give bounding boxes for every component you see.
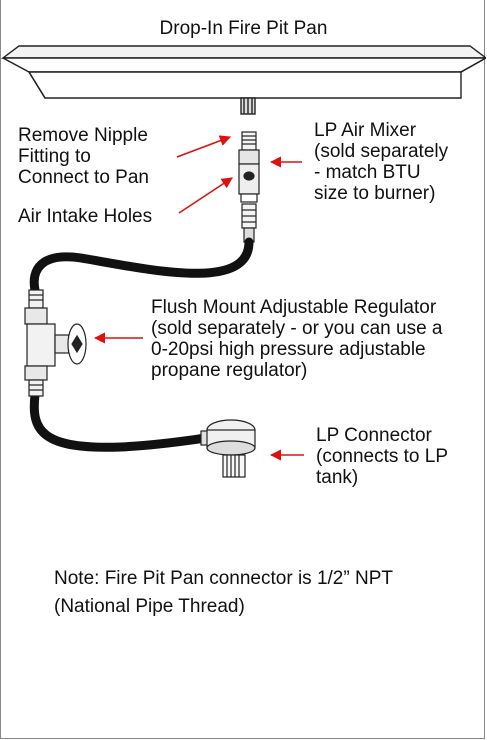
diagram-title: Drop-In Fire Pit Pan (159, 18, 328, 39)
fire-pit-pan (1, 45, 486, 115)
label-regulator: Flush Mount Adjustable Regulator (sold s… (151, 297, 443, 381)
label-lp-connector: LP Connector (connects to LP tank) (316, 425, 449, 488)
arrow-intake (178, 177, 233, 214)
assembly-illustration (1, 45, 486, 478)
lp-connector (200, 419, 256, 478)
npt-note: Note: Fire Pit Pan connector is 1/2” NPT… (54, 568, 393, 617)
nipple-fitting (238, 131, 260, 165)
arrow-nipple (176, 135, 232, 158)
label-air-intake: Air Intake Holes (18, 206, 153, 227)
label-nipple-fitting: Remove Nipple Fitting to Connect to Pan (18, 125, 149, 188)
air-mixer (238, 163, 260, 243)
callout-arrows (93, 135, 304, 461)
flush-mount-regulator (24, 289, 87, 397)
gas-hose (29, 237, 254, 452)
label-air-mixer: LP Air Mixer (sold separately - match BT… (314, 120, 449, 204)
